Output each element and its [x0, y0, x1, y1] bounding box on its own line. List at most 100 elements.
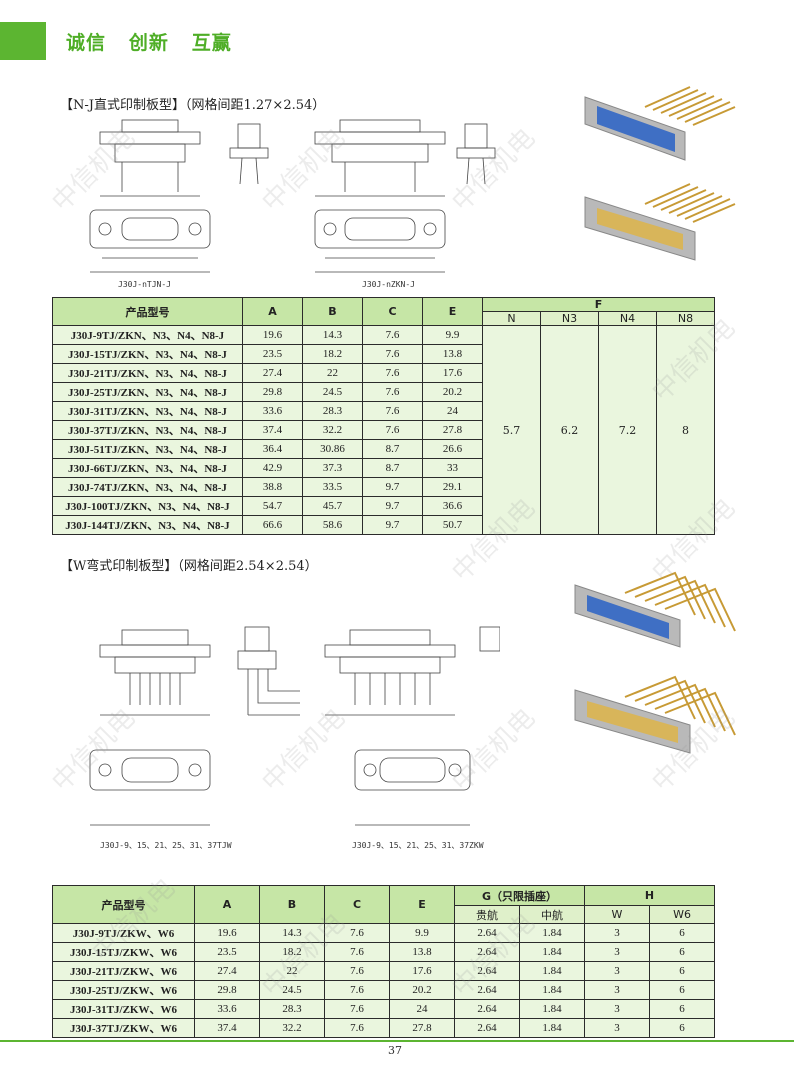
- value-cell-c: 7.6: [362, 344, 423, 364]
- value-cell-g1: 2.64: [454, 942, 520, 962]
- value-cell-h2: 6: [649, 1018, 715, 1038]
- value-cell-a: 38.8: [242, 477, 303, 497]
- value-cell-a: 36.4: [242, 439, 303, 459]
- col-header-f: F: [481, 297, 716, 312]
- value-cell-a: 33.6: [242, 401, 303, 421]
- col-header-f-n3: N3: [540, 311, 599, 326]
- value-cell-h1: 3: [584, 999, 650, 1019]
- col-header-g-guihang: 贵航: [454, 905, 520, 924]
- straight-connector-photos: [584, 86, 736, 261]
- value-cell-h1: 3: [584, 980, 650, 1000]
- value-cell-c: 7.6: [362, 363, 423, 383]
- header-slogan: 诚信 创新 互赢: [66, 32, 232, 54]
- value-cell-g2: 1.84: [519, 1018, 585, 1038]
- value-cell-e: 50.7: [422, 515, 483, 535]
- value-cell-e: 13.8: [389, 942, 455, 962]
- model-cell: J30J-31TJ/ZKN、N3、N4、N8-J: [52, 401, 243, 421]
- model-cell: J30J-25TJ/ZKW、W6: [52, 980, 195, 1000]
- value-cell-b: 28.3: [259, 999, 325, 1019]
- value-cell-h2: 6: [649, 923, 715, 943]
- value-cell-b: 33.5: [302, 477, 363, 497]
- value-cell-a: 33.6: [194, 999, 260, 1019]
- model-cell: J30J-37TJ/ZKW、W6: [52, 1018, 195, 1038]
- value-cell-e: 36.6: [422, 496, 483, 516]
- model-cell: J30J-66TJ/ZKN、N3、N4、N8-J: [52, 458, 243, 478]
- value-cell-b: 58.6: [302, 515, 363, 535]
- col-header-f-n8: N8: [655, 311, 716, 326]
- value-cell-c: 7.6: [324, 961, 390, 981]
- value-cell-g1: 2.64: [454, 999, 520, 1019]
- value-cell-c: 9.7: [362, 515, 423, 535]
- drawing-caption-zkn: J30J-nZKN-J: [362, 280, 415, 289]
- value-cell-c: 7.6: [362, 401, 423, 421]
- model-cell: J30J-15TJ/ZKW、W6: [52, 942, 195, 962]
- value-cell-a: 23.5: [194, 942, 260, 962]
- value-cell-h1: 3: [584, 923, 650, 943]
- value-cell-c: 9.7: [362, 496, 423, 516]
- col-header-h: H: [584, 885, 715, 906]
- col-header-model: 产品型号: [52, 297, 243, 326]
- value-cell-e: 20.2: [389, 980, 455, 1000]
- model-cell: J30J-74TJ/ZKN、N3、N4、N8-J: [52, 477, 243, 497]
- value-cell-h2: 6: [649, 999, 715, 1019]
- drawing-caption-zkw: J30J-9、15、21、25、31、37ZKW: [352, 841, 484, 850]
- value-cell-e: 17.6: [422, 363, 483, 383]
- model-cell: J30J-51TJ/ZKN、N3、N4、N8-J: [52, 439, 243, 459]
- value-cell-c: 7.6: [362, 325, 423, 345]
- value-cell-b: 32.2: [259, 1018, 325, 1038]
- value-cell-e: 9.9: [422, 325, 483, 345]
- straight-type-technical-drawing: [89, 119, 496, 273]
- value-cell-g1: 2.64: [454, 980, 520, 1000]
- header-color-block: [0, 22, 46, 60]
- f-value-cell: 7.2: [598, 325, 657, 535]
- value-cell-b: 14.3: [302, 325, 363, 345]
- value-cell-b: 22: [259, 961, 325, 981]
- value-cell-c: 9.7: [362, 477, 423, 497]
- page-number: 37: [388, 1044, 402, 1057]
- value-cell-b: 18.2: [302, 344, 363, 364]
- value-cell-a: 37.4: [242, 420, 303, 440]
- value-cell-c: 7.6: [362, 382, 423, 402]
- col-header-h-w: W: [584, 905, 650, 924]
- value-cell-e: 29.1: [422, 477, 483, 497]
- drawing-caption-tjw: J30J-9、15、21、25、31、37TJW: [100, 841, 232, 850]
- value-cell-a: 29.8: [194, 980, 260, 1000]
- model-cell: J30J-15TJ/ZKN、N3、N4、N8-J: [52, 344, 243, 364]
- value-cell-a: 27.4: [242, 363, 303, 383]
- value-cell-a: 19.6: [242, 325, 303, 345]
- f-value-cell: 8: [655, 325, 716, 535]
- value-cell-a: 42.9: [242, 458, 303, 478]
- value-cell-e: 24: [389, 999, 455, 1019]
- value-cell-c: 7.6: [324, 923, 390, 943]
- col-header-b: B: [259, 885, 325, 924]
- col-header-c: C: [324, 885, 390, 924]
- value-cell-c: 7.6: [324, 942, 390, 962]
- value-cell-b: 32.2: [302, 420, 363, 440]
- col-header-f-n4: N4: [598, 311, 657, 326]
- value-cell-h1: 3: [584, 1018, 650, 1038]
- value-cell-b: 14.3: [259, 923, 325, 943]
- value-cell-c: 7.6: [324, 1018, 390, 1038]
- value-cell-c: 8.7: [362, 439, 423, 459]
- value-cell-e: 17.6: [389, 961, 455, 981]
- col-header-f-n: N: [482, 311, 541, 326]
- value-cell-g2: 1.84: [519, 923, 585, 943]
- f-value-cell: 5.7: [482, 325, 541, 535]
- col-header-b: B: [302, 297, 363, 326]
- value-cell-h2: 6: [649, 980, 715, 1000]
- value-cell-g2: 1.84: [519, 999, 585, 1019]
- value-cell-e: 26.6: [422, 439, 483, 459]
- value-cell-b: 37.3: [302, 458, 363, 478]
